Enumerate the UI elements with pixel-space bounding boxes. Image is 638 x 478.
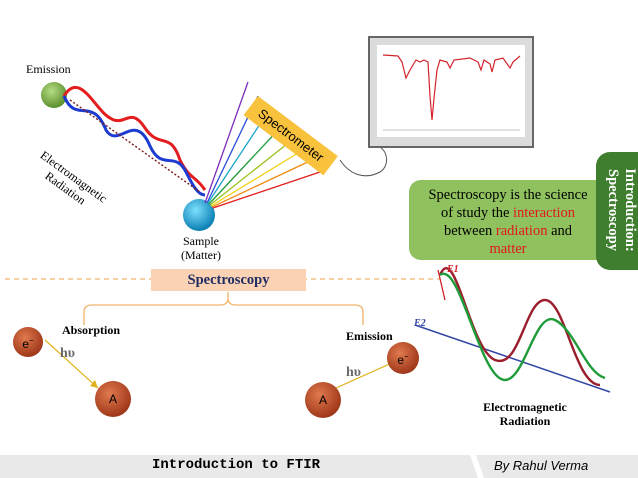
sample-label: Sample (Matter) xyxy=(176,234,226,262)
wave-label-e1: E1 xyxy=(447,264,459,275)
definition-callout xyxy=(409,180,607,260)
definition-keyword-matter: matter xyxy=(489,241,527,257)
side-title: Introduction: Spectroscopy xyxy=(600,150,638,270)
emission-arrow xyxy=(335,361,395,389)
side-title-line1: Introduction: xyxy=(622,168,638,252)
absorption-arrow xyxy=(44,339,99,389)
emission-title: Emission xyxy=(346,329,393,343)
spectrometer-cable xyxy=(339,145,387,177)
definition-keyword-radiation: radiation xyxy=(495,223,548,239)
definition-line3-tail: and xyxy=(547,223,573,239)
classification-brace xyxy=(83,292,364,325)
absorption-title: Absorption xyxy=(62,323,121,337)
definition-line3: between radiation and xyxy=(412,222,604,240)
definition-line2-text: of study the xyxy=(440,205,514,221)
definition-line1: Spectroscopy is the science xyxy=(428,187,588,203)
absorption-electron: e− xyxy=(13,327,43,357)
footer-author: By Rahul Verma xyxy=(494,458,589,473)
absorption-atom: A xyxy=(95,381,131,417)
spectrum-screen xyxy=(377,45,525,137)
spectroscopy-banner: Spectroscopy xyxy=(151,269,306,291)
emission-source-label: Emission xyxy=(26,62,71,76)
definition-line3-text: between xyxy=(443,223,496,239)
definition-line2: of study the interaction xyxy=(412,204,604,222)
absorption-arrowhead xyxy=(90,380,98,388)
emission-source-sphere xyxy=(41,82,67,108)
em-wave-helix xyxy=(62,86,207,197)
wave-caption-line2: Radiation xyxy=(499,414,551,428)
definition-keyword-interaction: interaction xyxy=(513,205,576,221)
footer-separator xyxy=(470,455,484,478)
wave-caption-line1: Electromagnetic xyxy=(483,400,567,414)
emission-electron: e− xyxy=(387,342,419,374)
sample-label-line2: (Matter) xyxy=(181,248,221,262)
absorption-electron-label: e xyxy=(22,337,29,351)
emission-hv: hυ xyxy=(346,365,362,380)
wave-label-e2: E2 xyxy=(414,318,426,329)
footer-title: Introduction to FTIR xyxy=(152,457,321,473)
definition-text: Spectroscopy is the science of study the… xyxy=(412,186,604,258)
emission-electron-label: e xyxy=(397,353,404,367)
spectral-rays xyxy=(204,81,321,209)
side-title-line2: Spectroscopy xyxy=(605,169,621,251)
wave-caption: Electromagnetic Radiation xyxy=(470,400,580,428)
sample-sphere xyxy=(183,199,215,231)
emission-atom: A xyxy=(305,382,341,418)
em-wave-diagram xyxy=(414,266,611,393)
ir-spectrum-trace xyxy=(382,54,521,121)
absorption-hv: hυ xyxy=(60,346,76,361)
sample-label-line1: Sample xyxy=(183,234,219,248)
side-title-tab xyxy=(596,152,638,270)
